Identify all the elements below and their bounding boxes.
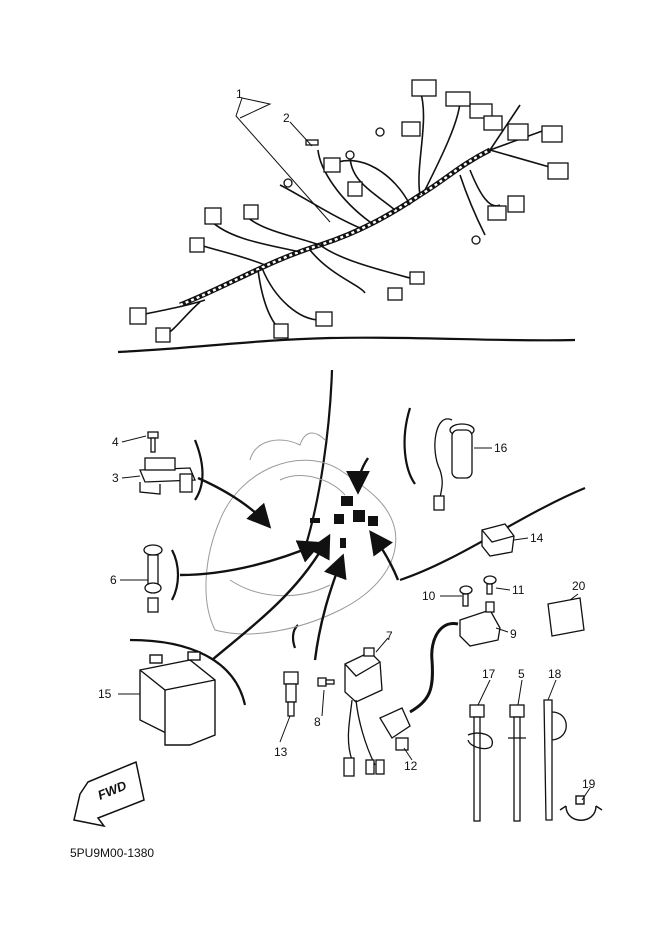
cable-ties-part-17-5-18	[467, 699, 567, 822]
callout-8: 8	[314, 715, 321, 729]
scooter-mount-points	[310, 496, 378, 548]
callout-9: 9	[510, 627, 517, 641]
grommet-part-6	[143, 544, 163, 613]
leader-lines	[118, 97, 591, 801]
callout-13: 13	[274, 745, 288, 759]
label-part-20	[547, 597, 585, 637]
sensor-part-16	[433, 418, 475, 511]
relay-part-14	[481, 523, 515, 557]
battery-part-15	[139, 651, 216, 746]
callout-12: 12	[404, 759, 418, 773]
bolt-part-4	[147, 431, 159, 453]
callout-7: 7	[386, 629, 393, 643]
callout-numbers: 1 2 3 4 5 6 7 8 9 10 11 12 13 14 15 16 1…	[98, 87, 596, 791]
clamp-part-19	[559, 795, 603, 821]
callout-15: 15	[98, 687, 112, 701]
callout-14: 14	[530, 531, 544, 545]
callout-17: 17	[482, 667, 496, 681]
callout-16: 16	[494, 441, 508, 455]
callout-20: 20	[572, 579, 586, 593]
pointer-arrows	[179, 457, 400, 661]
bolt-part-8	[317, 677, 335, 687]
sensor-part-13	[283, 671, 299, 717]
callout-2: 2	[283, 111, 290, 125]
callout-5: 5	[518, 667, 525, 681]
fwd-arrow: FWD	[73, 760, 145, 828]
ignition-coil-part-9	[409, 601, 501, 714]
section-dividers	[117, 336, 586, 706]
scooter-outline	[205, 432, 397, 635]
callout-1: 1	[236, 87, 243, 101]
screws-part-10-11	[459, 575, 497, 607]
callout-11: 11	[512, 583, 525, 597]
cdi-unit-part-7	[343, 647, 385, 777]
callout-10: 10	[422, 589, 436, 603]
callout-3: 3	[112, 471, 119, 485]
callout-19: 19	[582, 777, 596, 791]
harness-connectors	[129, 79, 569, 343]
callout-6: 6	[110, 573, 117, 587]
spark-plug-cap-part-12	[379, 707, 411, 751]
fuse-box-part-3	[139, 457, 196, 495]
callout-4: 4	[112, 435, 119, 449]
catalog-code: 5PU9M00-1380	[70, 846, 155, 860]
callout-18: 18	[548, 667, 562, 681]
